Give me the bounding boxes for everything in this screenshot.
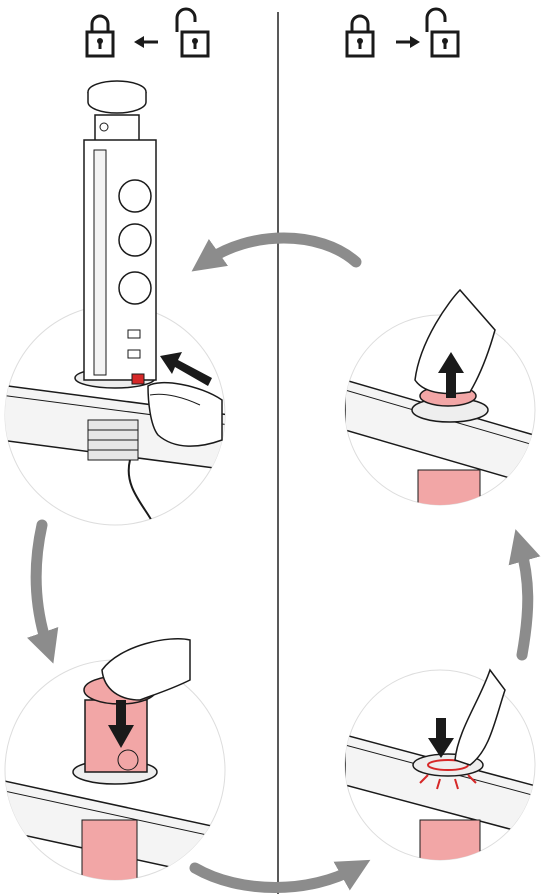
arrow-right-icon — [396, 36, 420, 48]
cycle-arrow-left — [27, 519, 59, 664]
padlock-closed-icon — [85, 14, 115, 58]
up-arrow-icon — [438, 352, 464, 398]
cycle-arrows — [27, 232, 541, 893]
socket-tower — [83, 80, 157, 381]
header-right-lock-group — [345, 7, 460, 58]
padlock-closed-icon — [345, 14, 375, 58]
down-arrow-icon — [428, 718, 454, 758]
cycle-arrow-bottom — [189, 859, 371, 893]
hand-icon — [414, 288, 496, 395]
step-3-press-cap — [344, 668, 536, 861]
hand-icon — [147, 381, 223, 447]
step-2-push-tower-down — [4, 638, 226, 881]
push-arrow-icon — [160, 352, 212, 386]
cycle-arrow-top — [191, 232, 362, 272]
step-1-press-lock-button — [4, 80, 226, 526]
cycle-arrow-right — [508, 529, 541, 661]
down-arrow-icon — [108, 700, 134, 748]
red-lock-button-icon — [131, 373, 145, 385]
arrow-left-icon — [134, 36, 158, 48]
padlock-open-icon — [425, 7, 460, 58]
padlock-open-icon — [175, 7, 210, 58]
header-left-lock-group — [85, 7, 210, 58]
step-4-lift-tower — [344, 288, 536, 506]
finger-icon — [454, 668, 506, 766]
hand-icon — [101, 638, 191, 701]
